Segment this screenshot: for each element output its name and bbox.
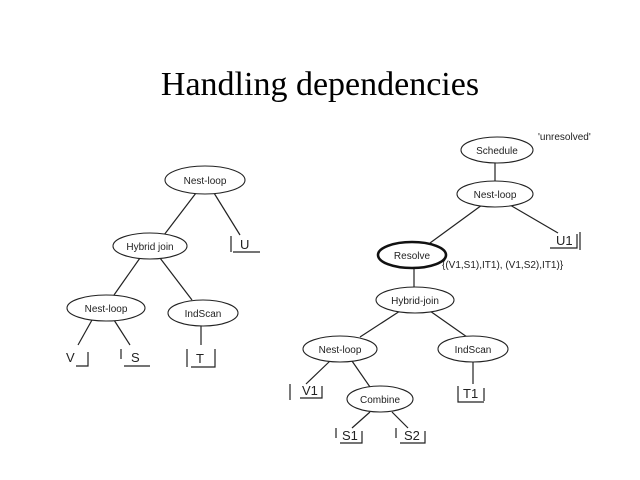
- edge-nestloop-v: [77, 319, 93, 346]
- right-node-hybrid-join-label: Hybrid-join: [391, 296, 439, 307]
- right-node-schedule: Schedule: [460, 136, 534, 164]
- edge-nestloop-s: [113, 319, 131, 346]
- right-leaf-t1: T1: [457, 386, 485, 403]
- right-node-resolve: Resolve: [376, 240, 448, 270]
- edge-nestloop-u1: [509, 204, 559, 234]
- left-node-ind-scan-label: IndScan: [185, 309, 222, 320]
- schedule-note: 'unresolved': [538, 132, 591, 143]
- resolve-note: {(V1,S1),IT1), (V1,S2),IT1)}: [442, 260, 564, 271]
- right-leaf-s2: S2: [395, 428, 426, 444]
- left-node-nest-loop-label: Nest-loop: [184, 176, 227, 187]
- right-leaf-t1-label: T1: [463, 386, 478, 401]
- edge-hybridjoin-indscan: [429, 310, 468, 338]
- left-leaf-u-label: U: [240, 237, 249, 252]
- right-leaf-s1: S1: [335, 428, 363, 444]
- right-node-inner-nest-loop-label: Nest-loop: [319, 345, 362, 356]
- right-leaf-s1-label: S1: [342, 428, 358, 443]
- right-node-inner-nest-loop: Nest-loop: [302, 335, 378, 363]
- right-leaf-u1-label: U1: [556, 233, 573, 248]
- right-node-combine: Combine: [346, 385, 414, 413]
- right-node-nest-loop: Nest-loop: [456, 180, 534, 208]
- right-node-nest-loop-label: Nest-loop: [474, 190, 517, 201]
- left-leaf-v-label: V: [66, 350, 75, 365]
- slide-title: Handling dependencies: [160, 66, 480, 103]
- right-leaf-v1-label: V1: [302, 383, 318, 398]
- right-leaf-v1: V1: [289, 383, 323, 400]
- left-tree-edges: [77, 192, 241, 346]
- right-node-resolve-label: Resolve: [394, 251, 431, 262]
- edge-nestloop-v1: [305, 360, 331, 385]
- edge-nestloop-resolve: [429, 204, 483, 244]
- left-node-inner-nest-loop-label: Nest-loop: [85, 304, 128, 315]
- right-node-hybrid-join: Hybrid-join: [375, 286, 455, 314]
- left-node-ind-scan: IndScan: [167, 299, 239, 327]
- left-leaf-v: V: [66, 350, 89, 367]
- edge-hybridjoin-indscan: [159, 257, 193, 301]
- right-leaf-s2-label: S2: [404, 428, 420, 443]
- edge-hybridjoin-nestloop: [113, 257, 141, 296]
- left-node-hybrid-join-label: Hybrid join: [126, 242, 173, 253]
- right-tree-edges: [305, 163, 559, 429]
- edge-combine-s1: [351, 411, 371, 429]
- left-leaf-t-label: T: [196, 351, 204, 366]
- left-leaf-s-label: S: [131, 350, 140, 365]
- edge-nestloop-hybridjoin: [163, 192, 197, 236]
- left-leaf-u: U: [230, 236, 260, 253]
- right-node-ind-scan: IndScan: [437, 335, 509, 363]
- right-node-ind-scan-label: IndScan: [455, 345, 492, 356]
- left-leaf-t: T: [186, 349, 216, 368]
- left-node-inner-nest-loop: Nest-loop: [66, 294, 146, 322]
- left-node-hybrid-join: Hybrid join: [112, 232, 188, 260]
- right-leaf-u1: U1: [550, 232, 581, 250]
- edge-nestloop-combine: [351, 360, 371, 388]
- right-node-schedule-label: Schedule: [476, 146, 518, 157]
- left-node-nest-loop: Nest-loop: [164, 165, 246, 195]
- left-leaf-s: S: [120, 349, 150, 367]
- edge-combine-s2: [391, 411, 409, 429]
- edge-hybridjoin-nestloop: [359, 310, 401, 338]
- edge-nestloop-u: [213, 192, 241, 236]
- right-node-combine-label: Combine: [360, 395, 400, 406]
